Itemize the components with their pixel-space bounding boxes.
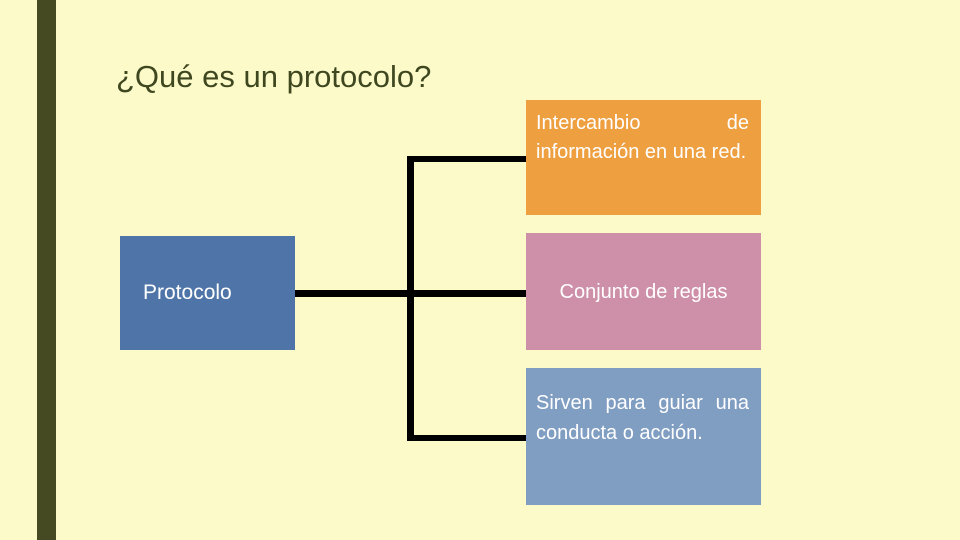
left-accent-stripe [37,0,56,540]
connector-vertical-trunk [407,156,414,441]
left-margin-band [0,0,37,540]
connector-branch-bottom [407,435,531,441]
node-protocolo: Protocolo [120,236,295,350]
node-intercambio-de-informacion: Intercambio de información en una red. [526,100,761,215]
node-sirven-para-guiar: Sirven para guiar una conducta o acción. [526,368,761,505]
connector-branch-top [407,156,531,162]
connector-branch-middle [290,290,531,297]
node-conjunto-de-reglas: Conjunto de reglas [526,233,761,350]
page-title: ¿Qué es un protocolo? [116,59,432,94]
